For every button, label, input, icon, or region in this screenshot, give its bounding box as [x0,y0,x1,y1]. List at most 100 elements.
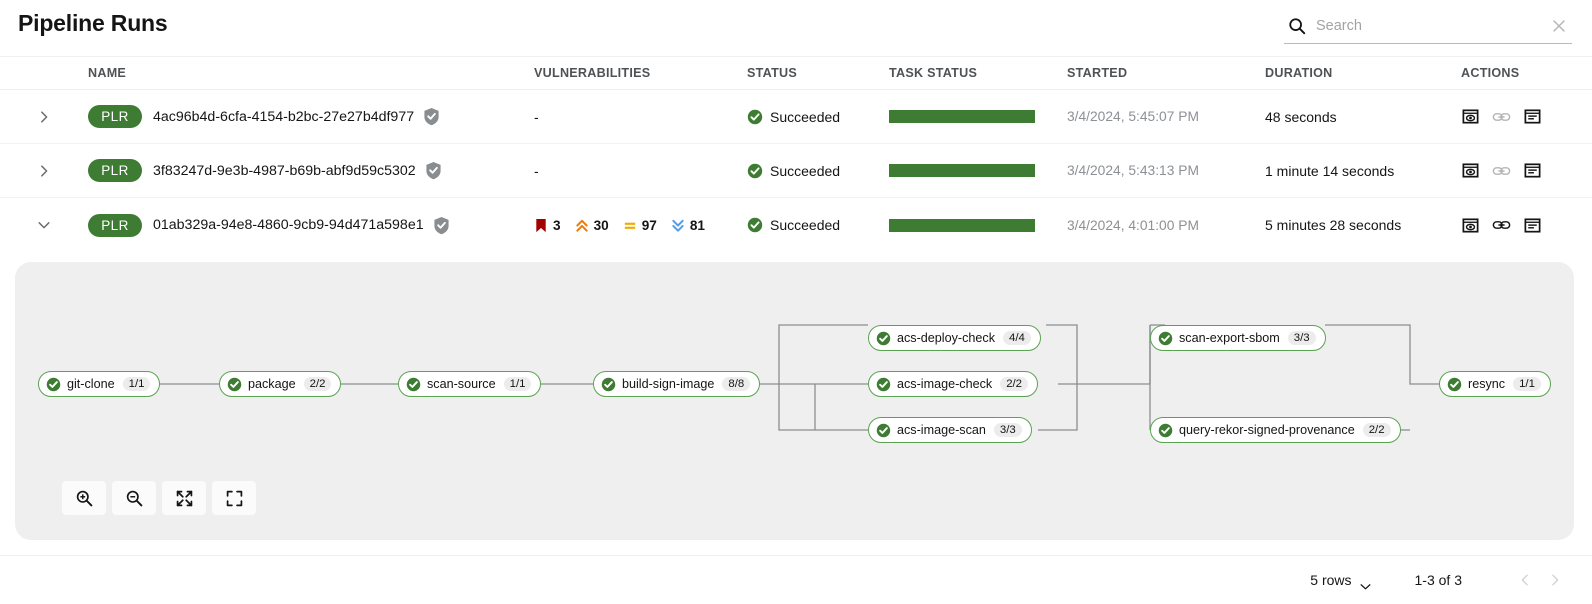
table-row[interactable]: PLR 01ab329a-94e8-4860-9cb9-94d471a598e1… [0,198,1592,252]
severity-important-icon [575,218,589,233]
run-name-cell: PLR 4ac96b4d-6cfa-4154-b2bc-27e27b4df977 [88,105,534,128]
check-circle-icon [406,377,421,392]
search-input[interactable] [1316,17,1544,34]
reset-view-icon[interactable] [212,481,256,515]
logs-icon[interactable] [1523,216,1542,235]
close-icon[interactable] [1550,17,1568,35]
check-circle-icon [876,377,891,392]
graph-node-count: 1/1 [1513,377,1541,391]
pagination-next-button[interactable] [1540,565,1570,595]
run-name-link[interactable]: 3f83247d-9e3b-4987-b69b-abf9d59c5302 [153,162,416,179]
vulnerabilities-cell: - [534,163,747,179]
column-header-task-status[interactable]: TASK STATUS [889,66,978,80]
status-text: Succeeded [770,217,841,233]
logs-icon[interactable] [1523,161,1542,180]
shield-check-icon [433,216,450,235]
table-row[interactable]: PLR 3f83247d-9e3b-4987-b69b-abf9d59c5302… [0,144,1592,198]
vuln-low[interactable]: 81 [671,218,705,233]
graph-node-count: 3/3 [993,423,1022,437]
vulnerabilities-value: - [534,162,539,179]
severity-low-icon [671,218,685,233]
check-circle-icon [46,377,61,392]
started-value: 3/4/2024, 5:45:07 PM [1067,109,1199,124]
vuln-important[interactable]: 30 [575,218,609,233]
graph-node-label: acs-image-scan [897,423,986,437]
graph-node-build-sign-image[interactable]: build-sign-image 8/8 [593,371,761,397]
column-header-started[interactable]: STARTED [1067,66,1128,80]
view-output-icon[interactable] [1461,161,1480,180]
rows-per-page-select[interactable]: 5 rows [1310,572,1371,589]
check-circle-icon [1447,377,1462,392]
graph-node-count: 1/1 [122,377,151,391]
rows-per-page-label: 5 rows [1310,572,1352,588]
task-status-progress-fill [889,218,1035,232]
plr-badge: PLR [88,159,142,182]
chevron-right-icon[interactable] [33,160,55,182]
severity-critical-icon [534,218,548,233]
graph-node-git-clone[interactable]: git-clone 1/1 [38,371,161,397]
shield-check-icon [423,107,440,126]
link-icon[interactable] [1492,216,1511,235]
vuln-critical[interactable]: 3 [534,218,561,233]
graph-node-label: resync [1468,377,1506,391]
table-footer: 5 rows 1-3 of 3 [0,555,1592,604]
column-header-status[interactable]: STATUS [747,66,798,80]
task-status-progress-fill [889,164,1035,177]
graph-node-scan-source[interactable]: scan-source 1/1 [398,371,542,397]
row-expand-cell [0,106,88,128]
graph-node-scan-export-sbom[interactable]: scan-export-sbom 3/3 [1150,325,1326,351]
zoom-in-icon[interactable] [62,481,106,515]
column-header-vulnerabilities[interactable]: VULNERABILITIES [534,66,651,80]
task-status-progress [889,218,1035,232]
status-cell: Succeeded [747,163,889,179]
graph-node-label: package [248,377,296,391]
column-header-duration[interactable]: DURATION [1265,66,1333,80]
chevron-right-icon[interactable] [33,106,55,128]
status-cell: Succeeded [747,109,889,125]
chevron-down-icon [1360,577,1371,589]
view-output-icon[interactable] [1461,216,1480,235]
graph-node-label: scan-export-sbom [1179,331,1280,345]
zoom-out-icon[interactable] [112,481,156,515]
column-header-name[interactable]: NAME [88,66,127,80]
graph-node-query-rekor-signed-provenance[interactable]: query-rekor-signed-provenance 2/2 [1150,417,1401,443]
task-status-cell [889,218,1067,232]
run-name-link[interactable]: 01ab329a-94e8-4860-9cb9-94d471a598e1 [153,217,424,233]
row-expand-cell [0,214,88,236]
check-circle-icon [747,217,763,233]
run-name-cell: PLR 3f83247d-9e3b-4987-b69b-abf9d59c5302 [88,159,534,182]
graph-node-acs-image-check[interactable]: acs-image-check 2/2 [868,371,1039,397]
graph-node-count: 1/1 [503,377,532,391]
logs-icon[interactable] [1523,107,1542,126]
graph-node-acs-deploy-check[interactable]: acs-deploy-check 4/4 [868,325,1041,351]
link-icon[interactable] [1492,107,1511,126]
graph-node-resync[interactable]: resync 1/1 [1439,371,1551,397]
graph-node-package[interactable]: package 2/2 [219,371,342,397]
graph-node-label: git-clone [67,377,115,391]
link-icon[interactable] [1492,161,1511,180]
graph-node-label: query-rekor-signed-provenance [1179,423,1355,437]
pipeline-graph-panel[interactable]: git-clone 1/1 package 2/2 scan-source 1/… [15,262,1574,540]
fit-view-icon[interactable] [162,481,206,515]
pagination-range: 1-3 of 3 [1414,572,1462,588]
duration-value: 1 minute 14 seconds [1265,162,1395,179]
view-output-icon[interactable] [1461,107,1480,126]
page-header: Pipeline Runs [0,0,1592,56]
graph-node-count: 8/8 [722,377,751,391]
pagination-prev-button[interactable] [1510,565,1540,595]
search-box[interactable] [1284,10,1572,44]
graph-node-count: 4/4 [1003,331,1031,345]
check-circle-icon [1158,423,1173,438]
table-row[interactable]: PLR 4ac96b4d-6cfa-4154-b2bc-27e27b4df977… [0,90,1592,144]
vuln-moderate-count: 97 [641,217,657,233]
vuln-moderate[interactable]: 97 [623,218,657,233]
actions-cell [1461,107,1592,126]
check-circle-icon [876,331,891,346]
run-name-link[interactable]: 4ac96b4d-6cfa-4154-b2bc-27e27b4df977 [153,108,415,125]
check-circle-icon [1158,331,1173,346]
chevron-down-icon[interactable] [33,214,55,236]
check-circle-icon [601,377,616,392]
graph-node-acs-image-scan[interactable]: acs-image-scan 3/3 [868,417,1032,443]
check-circle-icon [227,377,242,392]
check-circle-icon [747,163,763,179]
